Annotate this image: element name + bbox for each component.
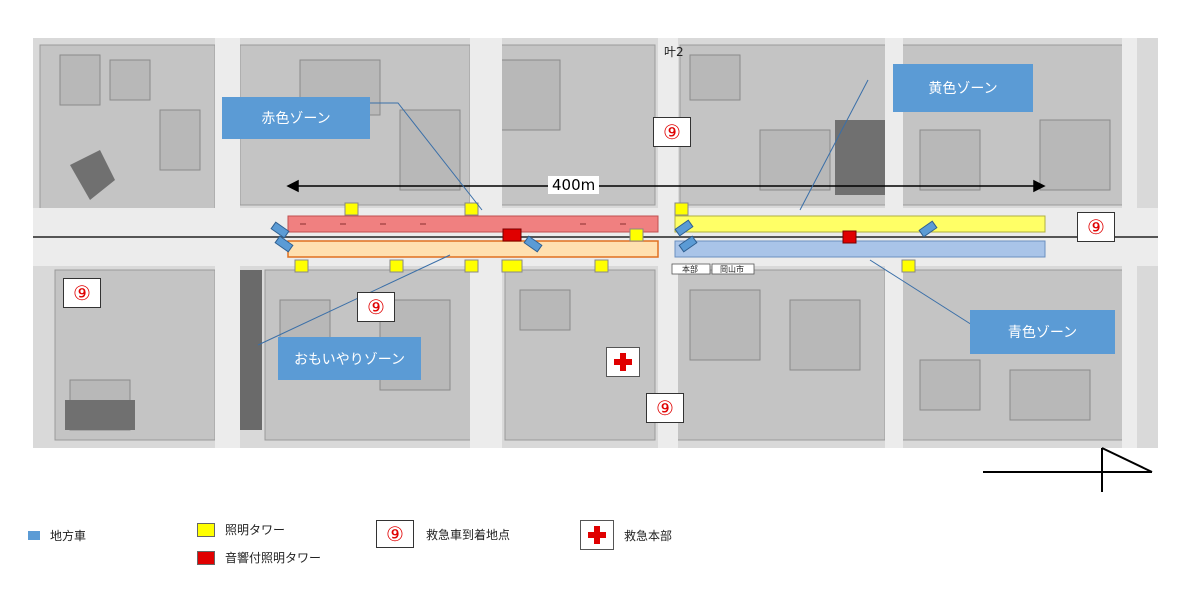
legend-ambulance-point-label: 救急車到着地点 <box>426 527 511 542</box>
sound-tower-swatch <box>197 550 215 565</box>
red-cross-icon <box>614 353 632 371</box>
blue-zone-label: 青色ゾーン <box>970 310 1115 354</box>
yellow-zone-label: 黄色ゾーン <box>893 64 1033 112</box>
legend-ambulance-point: ⑨ 救急車到着地点 <box>376 520 510 548</box>
street-label-top: 叶2 <box>664 45 684 59</box>
omoiyari-zone <box>287 240 659 258</box>
vehicle-swatch <box>28 531 40 540</box>
legend-light-tower: 照明タワー <box>197 521 285 538</box>
local-vehicles <box>270 219 938 253</box>
red-zone-label: 赤色ゾーン <box>222 97 370 139</box>
legend-light-tower-label: 照明タワー <box>225 523 286 537</box>
ambulance-point-swatch: ⑨ <box>376 520 414 548</box>
legend-local-vehicle-label: 地方車 <box>50 529 87 543</box>
distance-label: 400m <box>548 176 600 194</box>
honbu-box <box>671 263 711 275</box>
honbu-label: 本部 <box>682 264 698 274</box>
emergency-hq-swatch <box>580 520 614 550</box>
emergency-hq-marker <box>606 347 640 377</box>
legend-local-vehicle: 地方車 <box>28 527 86 544</box>
light-tower-swatch <box>197 522 215 537</box>
legend-emergency-hq-label: 救急本部 <box>624 528 673 543</box>
blue-zone <box>674 240 1046 258</box>
legend-sound-light-tower: 音響付照明タワー <box>197 549 321 566</box>
leader-lines <box>257 79 981 346</box>
legend-sound-light-tower-label: 音響付照明タワー <box>225 551 322 565</box>
red-cross-icon <box>588 526 606 544</box>
dark-buildings <box>65 120 890 430</box>
tram-strip <box>240 270 262 430</box>
distance-arrow <box>286 179 1046 193</box>
okayama-box <box>711 263 755 275</box>
red-zone <box>287 215 659 233</box>
yellow-zone <box>674 215 1046 233</box>
sound-light-towers <box>502 228 857 244</box>
ambulance-point-5: ⑨ <box>646 393 684 423</box>
north-arrow <box>983 447 1153 492</box>
omoiyari-zone-label: おもいやりゾーン <box>278 337 421 380</box>
ambulance-point-4: ⑨ <box>357 292 395 322</box>
light-towers <box>294 202 916 273</box>
legend-emergency-hq: 救急本部 <box>580 520 672 550</box>
okayama-city-label: 岡山市 <box>720 264 744 274</box>
ambulance-point-1: ⑨ <box>653 117 691 147</box>
ambulance-point-3: ⑨ <box>63 278 101 308</box>
ambulance-point-2: ⑨ <box>1077 212 1115 242</box>
